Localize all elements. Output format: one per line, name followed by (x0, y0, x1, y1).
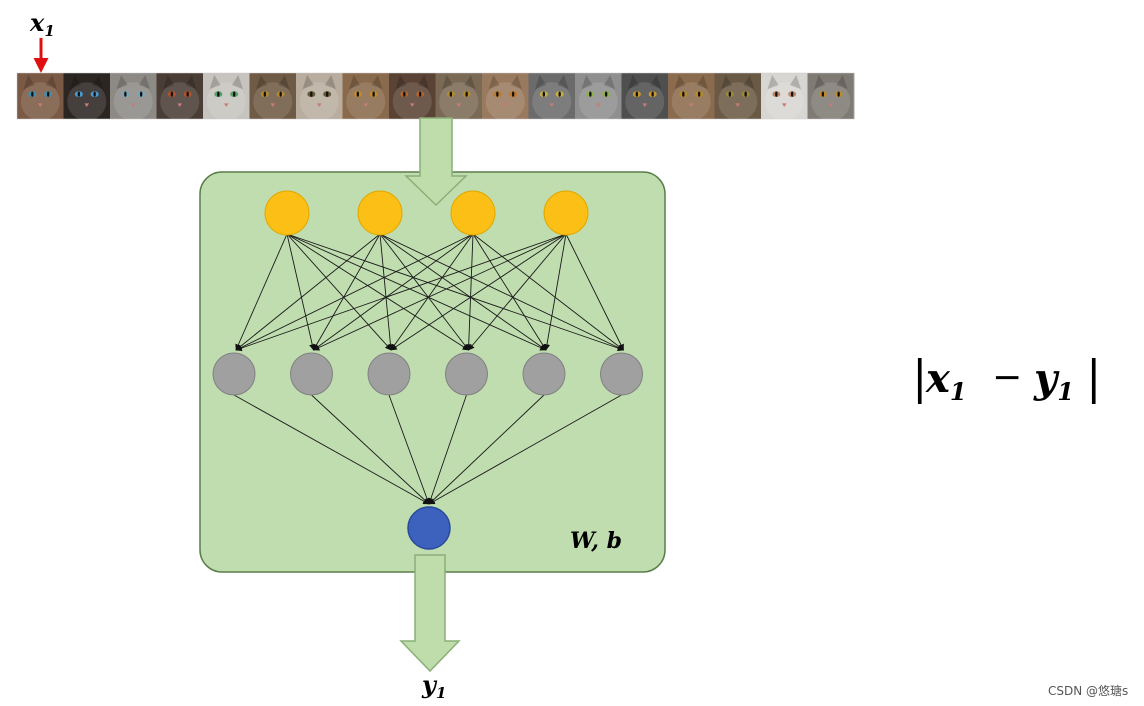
edge-input-hidden (472, 233, 547, 351)
cat-thumbnail (761, 73, 808, 121)
input-node (264, 190, 310, 236)
edge-input-hidden (379, 233, 547, 351)
edge-input-hidden (543, 233, 567, 351)
hidden-node (445, 352, 488, 396)
edge-input-hidden (286, 233, 470, 351)
reconstruction-loss-expression: | x1 − y1 | (912, 350, 1102, 406)
input-node (450, 190, 496, 236)
edge-input-hidden (379, 233, 469, 351)
loss-abs-right: | (1086, 350, 1102, 404)
loss-x-term: x1 (925, 355, 967, 406)
cat-thumbnail (156, 73, 204, 121)
output-node (407, 506, 451, 550)
cat-image-strip (16, 72, 855, 121)
output-label: y1 (421, 670, 446, 702)
loss-y-term: y1 (1033, 355, 1074, 406)
cat-thumbnail (296, 73, 343, 121)
cat-thumbnail (807, 73, 855, 121)
edge-hidden-output (388, 394, 431, 505)
cat-thumbnail (389, 73, 436, 121)
cat-thumbnail (575, 73, 622, 121)
loss-abs-left: | (912, 350, 928, 404)
edge-hidden-output (428, 394, 622, 505)
hidden-node (367, 352, 411, 396)
edge-input-hidden (468, 233, 567, 351)
edge-input-hidden (235, 233, 474, 351)
cat-thumbnail (714, 73, 762, 121)
cat-thumbnail (621, 73, 669, 121)
cat-thumbnail (342, 73, 390, 121)
edge-input-hidden (286, 233, 625, 352)
network-edges (233, 233, 625, 505)
cat-thumbnail (17, 73, 64, 121)
hidden-node (600, 352, 643, 396)
edge-input-hidden (313, 233, 381, 351)
edge-input-hidden (465, 233, 474, 351)
input-flow-arrow (404, 117, 468, 207)
edge-input-hidden (390, 233, 474, 351)
hidden-node (290, 352, 333, 396)
cat-thumbnail (482, 73, 529, 121)
edge-input-hidden (379, 233, 625, 351)
edge-input-hidden (286, 233, 392, 351)
edge-input-hidden (286, 233, 316, 351)
edge-hidden-output (311, 394, 430, 505)
edge-input-hidden (235, 233, 567, 352)
edge-hidden-output (233, 394, 430, 505)
hidden-node (212, 352, 256, 396)
edge-input-hidden (390, 233, 567, 351)
input-label: x1 (29, 8, 55, 40)
edge-input-hidden (312, 233, 567, 351)
cat-thumbnail (528, 73, 576, 121)
cat-thumbnail (63, 73, 111, 121)
output-flow-arrow (399, 554, 461, 673)
loss-minus: − (992, 357, 1022, 398)
edge-input-hidden (379, 233, 394, 351)
cat-thumbnail (203, 73, 250, 121)
network-nodes (212, 190, 643, 396)
cat-thumbnail (668, 73, 715, 121)
edge-hidden-output (428, 394, 545, 505)
edge-input-hidden (472, 233, 624, 351)
cat-thumbnail (435, 73, 483, 121)
edge-hidden-output (427, 394, 467, 505)
cat-thumbnail (249, 73, 297, 121)
edge-input-hidden (235, 233, 381, 351)
edge-input-hidden (286, 233, 547, 351)
hidden-node (522, 352, 566, 396)
cat-thumbnail (110, 73, 157, 121)
edge-input-hidden (565, 233, 624, 351)
input-node (357, 190, 403, 236)
edge-input-hidden (312, 233, 474, 351)
input-node (543, 190, 589, 236)
edge-input-hidden (235, 233, 288, 351)
watermark: CSDN @悠瑭s (1048, 683, 1128, 698)
params-label: W, b (570, 528, 622, 554)
